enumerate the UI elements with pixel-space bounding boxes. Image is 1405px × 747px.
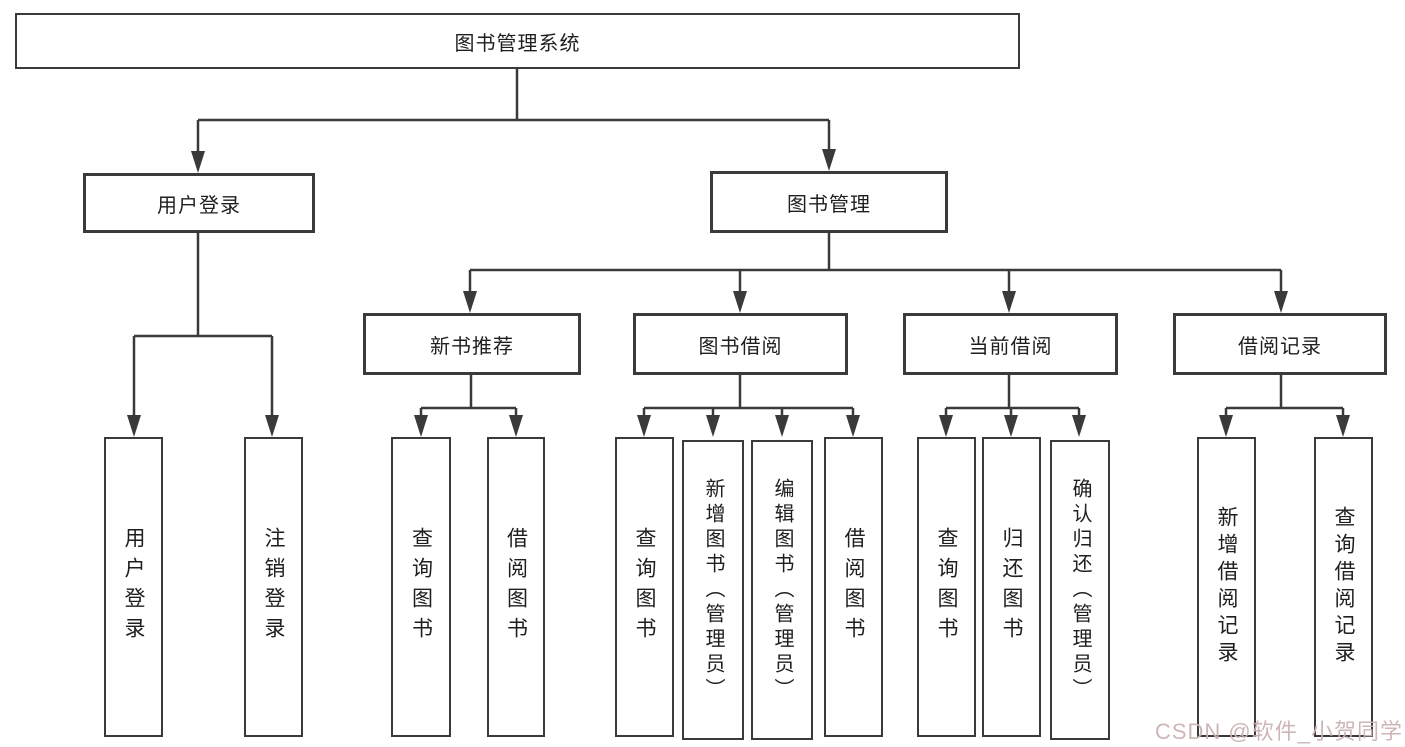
leaf-logout-label: 注销登录 (262, 527, 285, 647)
node-book-management: 图书管理 (710, 171, 948, 233)
leaf-br-add-record-label: 新增借阅记录 (1215, 506, 1238, 668)
node-book-management-label: 图书管理 (787, 193, 871, 216)
node-borrow-records-label: 借阅记录 (1238, 335, 1322, 358)
node-new-book-recommend-label: 新书推荐 (430, 335, 514, 358)
leaf-user-login-label: 用户登录 (122, 527, 145, 647)
leaf-bb-query-books: 查询图书 (615, 437, 674, 737)
leaf-logout: 注销登录 (244, 437, 303, 737)
leaf-nb-borrow-books: 借阅图书 (487, 437, 545, 737)
leaf-bb-add-books-admin-label: 新增图书（管理员） (702, 477, 724, 703)
leaf-nb-query-books: 查询图书 (391, 437, 451, 737)
node-library-system-label: 图书管理系统 (454, 32, 581, 55)
leaf-cb-return-books: 归还图书 (982, 437, 1041, 737)
leaf-cb-return-books-label: 归还图书 (1000, 527, 1023, 647)
leaf-bb-add-books-admin: 新增图书（管理员） (682, 440, 744, 740)
node-borrow-records: 借阅记录 (1173, 313, 1387, 375)
node-current-borrowing-label: 当前借阅 (968, 335, 1053, 358)
leaf-cb-confirm-return-admin-label: 确认归还（管理员） (1069, 477, 1091, 703)
node-library-system: 图书管理系统 (15, 13, 1020, 69)
leaf-bb-edit-books-admin-label: 编辑图书（管理员） (771, 477, 793, 703)
leaf-nb-borrow-books-label: 借阅图书 (504, 527, 528, 647)
leaf-cb-confirm-return-admin: 确认归还（管理员） (1050, 440, 1110, 740)
arrowheads (127, 149, 1350, 437)
leaf-bb-edit-books-admin: 编辑图书（管理员） (751, 440, 813, 740)
node-user-login: 用户登录 (83, 173, 315, 233)
leaf-br-query-record-label: 查询借阅记录 (1332, 506, 1355, 668)
node-new-book-recommend: 新书推荐 (363, 313, 581, 375)
csdn-watermark: CSDN @软件_小贺同学 (1154, 719, 1403, 744)
leaf-nb-query-books-label: 查询图书 (409, 527, 433, 647)
leaf-bb-borrow-books-label: 借阅图书 (842, 527, 865, 647)
leaf-br-query-record: 查询借阅记录 (1314, 437, 1373, 737)
leaf-cb-query-books-label: 查询图书 (935, 527, 958, 647)
leaf-user-login: 用户登录 (104, 437, 163, 737)
leaf-bb-borrow-books: 借阅图书 (824, 437, 883, 737)
node-book-borrowing: 图书借阅 (633, 313, 848, 375)
node-book-borrowing-label: 图书借阅 (698, 335, 783, 358)
leaf-bb-query-books-label: 查询图书 (633, 527, 656, 647)
node-user-login-label: 用户登录 (157, 194, 241, 217)
leaf-br-add-record: 新增借阅记录 (1197, 437, 1256, 737)
leaf-cb-query-books: 查询图书 (917, 437, 976, 737)
node-current-borrowing: 当前借阅 (903, 313, 1118, 375)
